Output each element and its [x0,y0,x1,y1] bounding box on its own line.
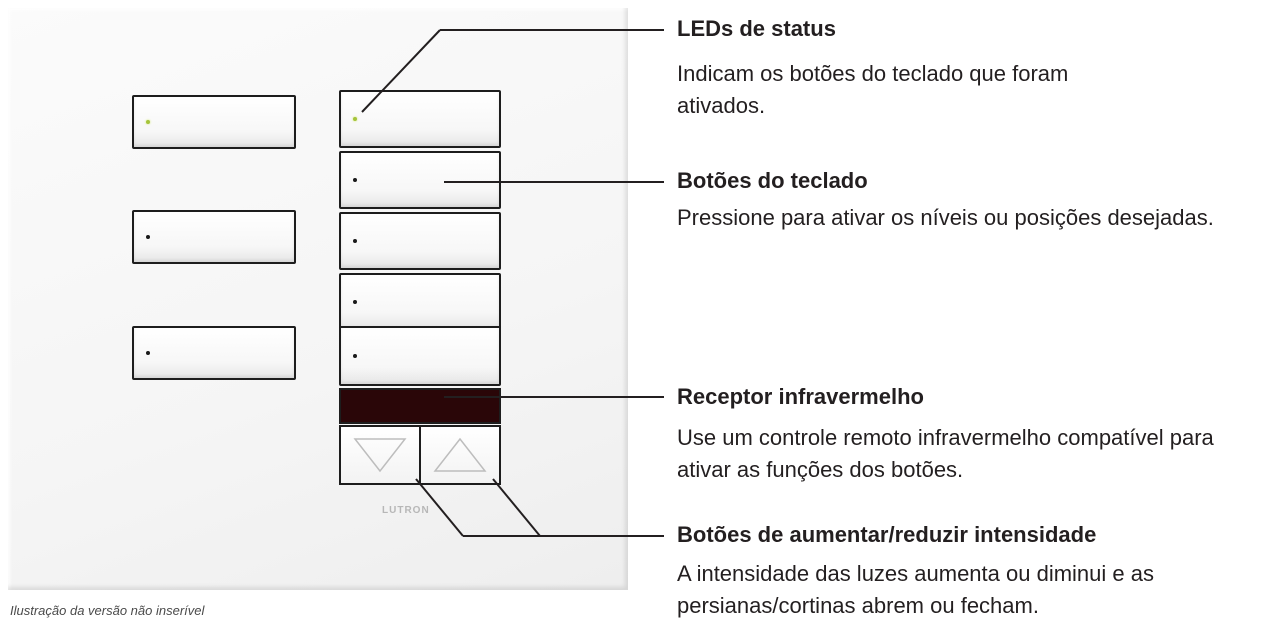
callout-title-raise-lower-buttons: Botões de aumentar/reduzir intensidade [677,522,1097,547]
keypad-button[interactable] [339,212,501,270]
status-led [146,351,150,355]
keypad-button[interactable] [132,210,296,264]
keypad-button[interactable] [132,326,296,380]
status-led [353,239,357,243]
lower-arrow-icon [353,438,407,473]
illustration-caption: Ilustração da versão não inserível [10,603,205,618]
callout-description-raise-lower-buttons: A intensidade das luzes aumenta ou dimin… [677,561,1154,618]
keypad-button[interactable] [339,326,501,386]
callout-title-keypad-buttons: Botões do teclado [677,168,868,193]
keypad-button[interactable] [339,273,501,331]
status-led [146,235,150,239]
keypad-button[interactable] [339,151,501,209]
raise-arrow-icon [433,437,487,472]
status-led [353,354,357,358]
callout-description-keypad-buttons: Pressione para ativar os níveis ou posiç… [677,205,1214,230]
status-led [353,178,357,182]
lower-button[interactable] [339,425,421,485]
keypad-button[interactable] [339,90,501,148]
brand-logo: LUTRON [382,505,430,516]
callout-description-status-leds: Indicam os botões do teclado que foram a… [677,61,1069,118]
keypad-faceplate: LUTRON [8,8,628,590]
status-led [353,300,357,304]
status-led [146,120,150,124]
raise-button[interactable] [419,425,501,485]
callout-title-infrared-receiver: Receptor infravermelho [677,384,924,409]
status-led [353,117,357,121]
callout-title-status-leds: LEDs de status [677,16,836,41]
infrared-receiver [339,388,501,424]
callout-description-infrared-receiver: Use um controle remoto infravermelho com… [677,425,1214,482]
keypad-button[interactable] [132,95,296,149]
